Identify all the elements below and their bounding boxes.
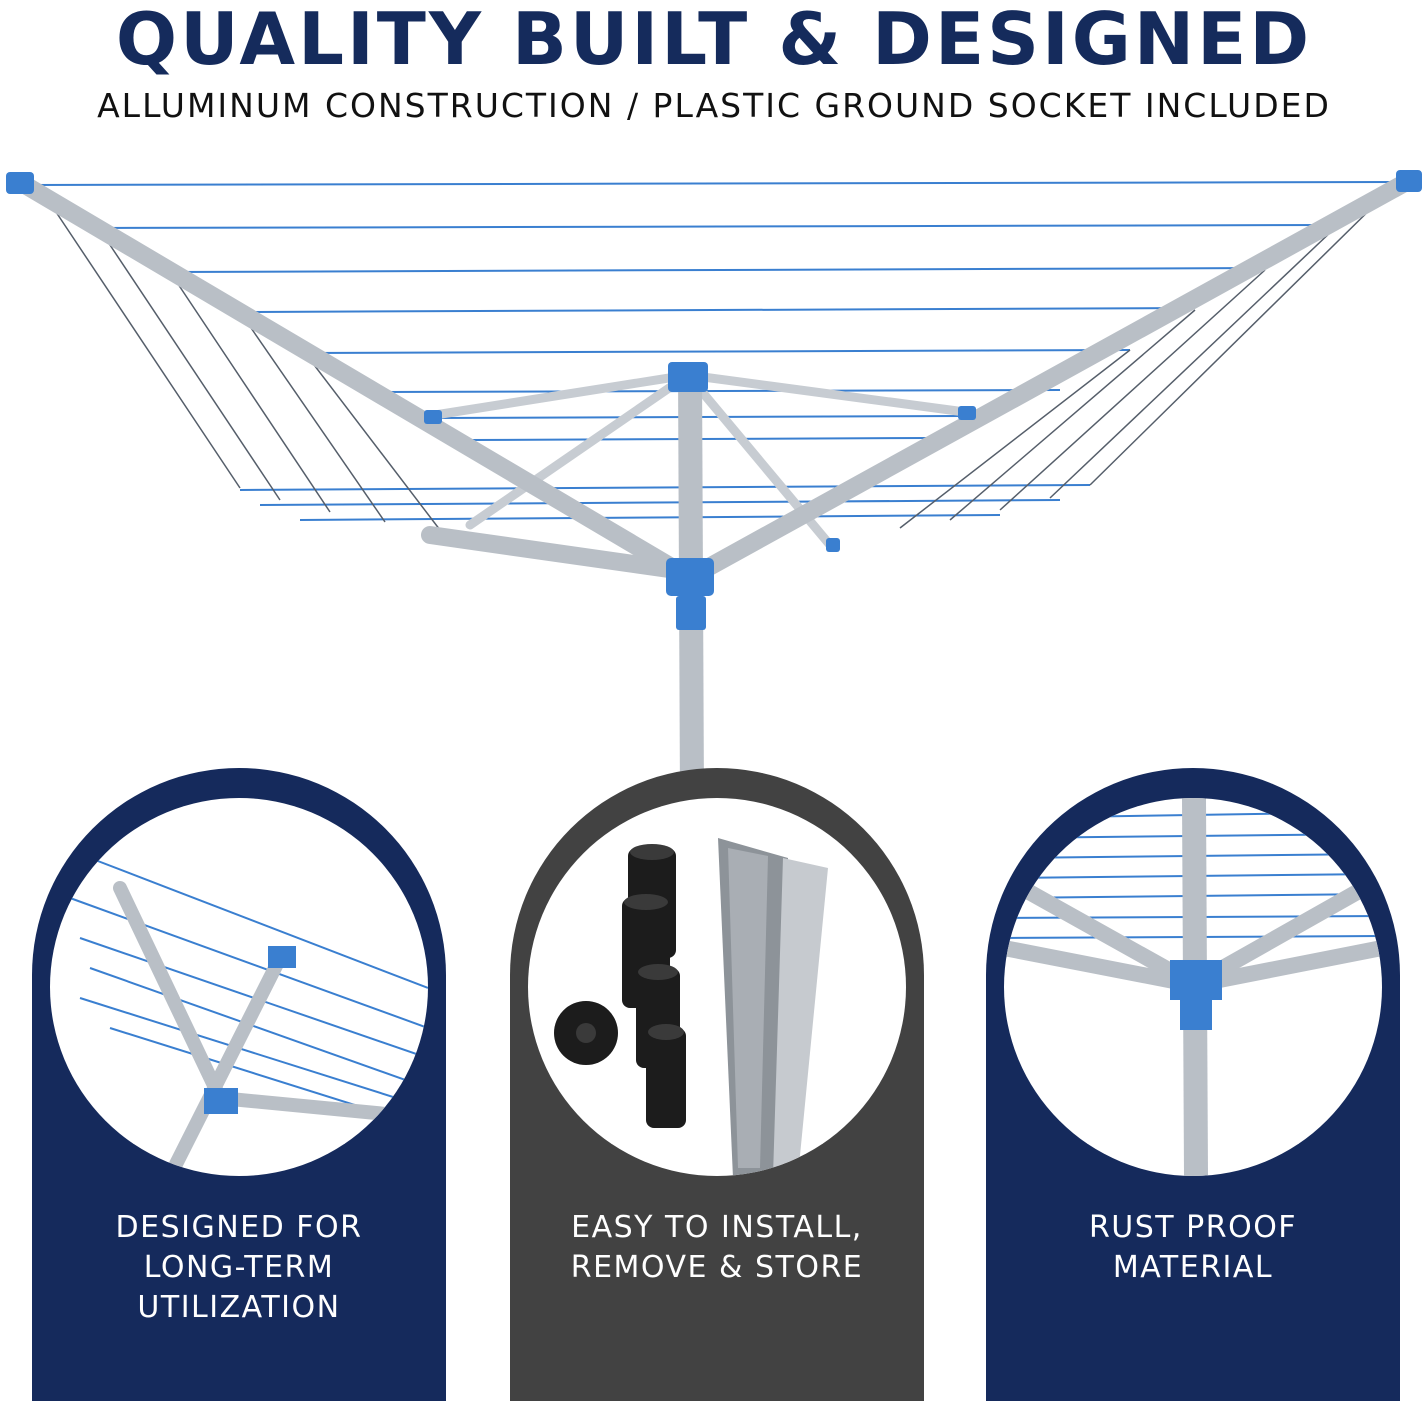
- feature-panel-rust-proof: RUST PROOF MATERIAL: [986, 768, 1400, 1401]
- closeup-arm-illustration: [50, 798, 428, 1176]
- page-subtitle: ALLUMINUM CONSTRUCTION / PLASTIC GROUND …: [97, 86, 1331, 125]
- feature-panel-durability: DESIGNED FOR LONG-TERM UTILIZATION: [32, 768, 446, 1401]
- blue-connectors: [6, 170, 1422, 630]
- arms: [11, 171, 1419, 581]
- ground-socket-parts-illustration: [528, 798, 906, 1176]
- page-title: QUALITY BUILT & DESIGNED: [115, 0, 1313, 81]
- panel-caption: EASY TO INSTALL, REMOVE & STORE: [570, 1210, 864, 1285]
- closeup-hub-illustration: [1004, 798, 1382, 1176]
- rotary-dryer-illustration: [6, 170, 1422, 800]
- support-cords: [39, 184, 1396, 531]
- panel-caption: RUST PROOF MATERIAL: [1088, 1210, 1298, 1285]
- dryer-lines: [29, 181, 1406, 521]
- panel-caption: DESIGNED FOR LONG-TERM UTILIZATION: [115, 1210, 363, 1325]
- feature-panel-install: EASY TO INSTALL, REMOVE & STORE: [510, 768, 924, 1401]
